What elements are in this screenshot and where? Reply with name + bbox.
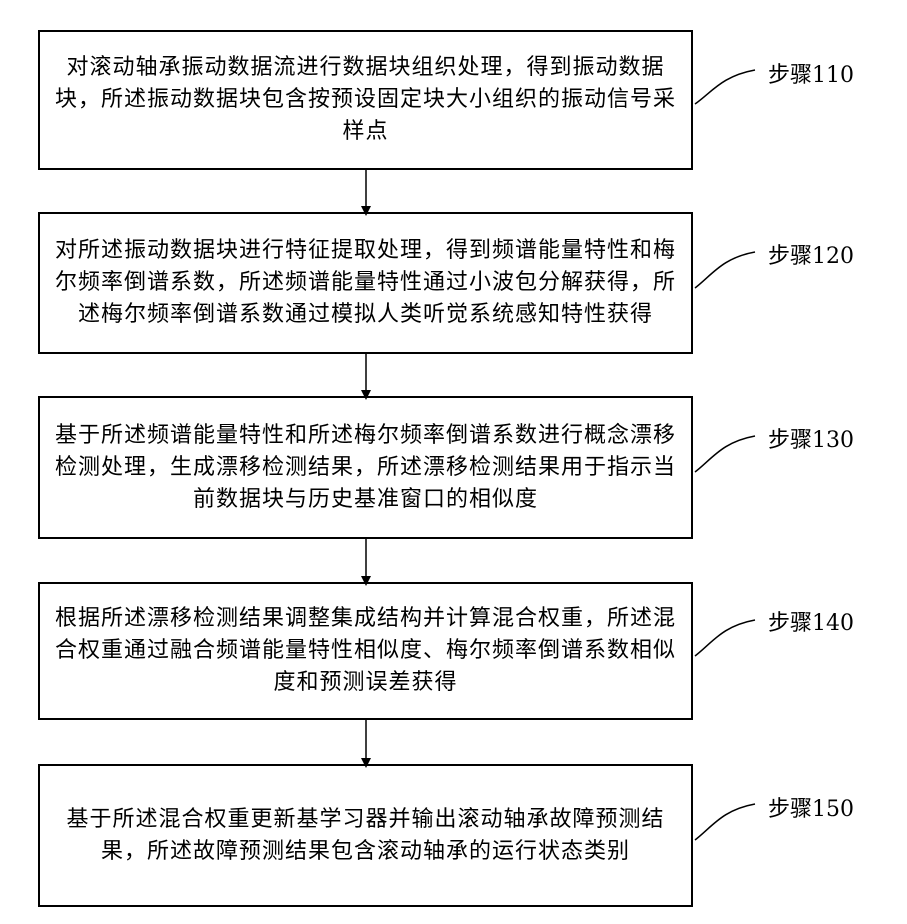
leader-line-150 <box>695 804 755 840</box>
leader-line-120 <box>695 252 755 288</box>
leader-line-130 <box>695 436 755 472</box>
leader-line-110 <box>695 70 755 104</box>
leader-line-140 <box>695 620 755 656</box>
